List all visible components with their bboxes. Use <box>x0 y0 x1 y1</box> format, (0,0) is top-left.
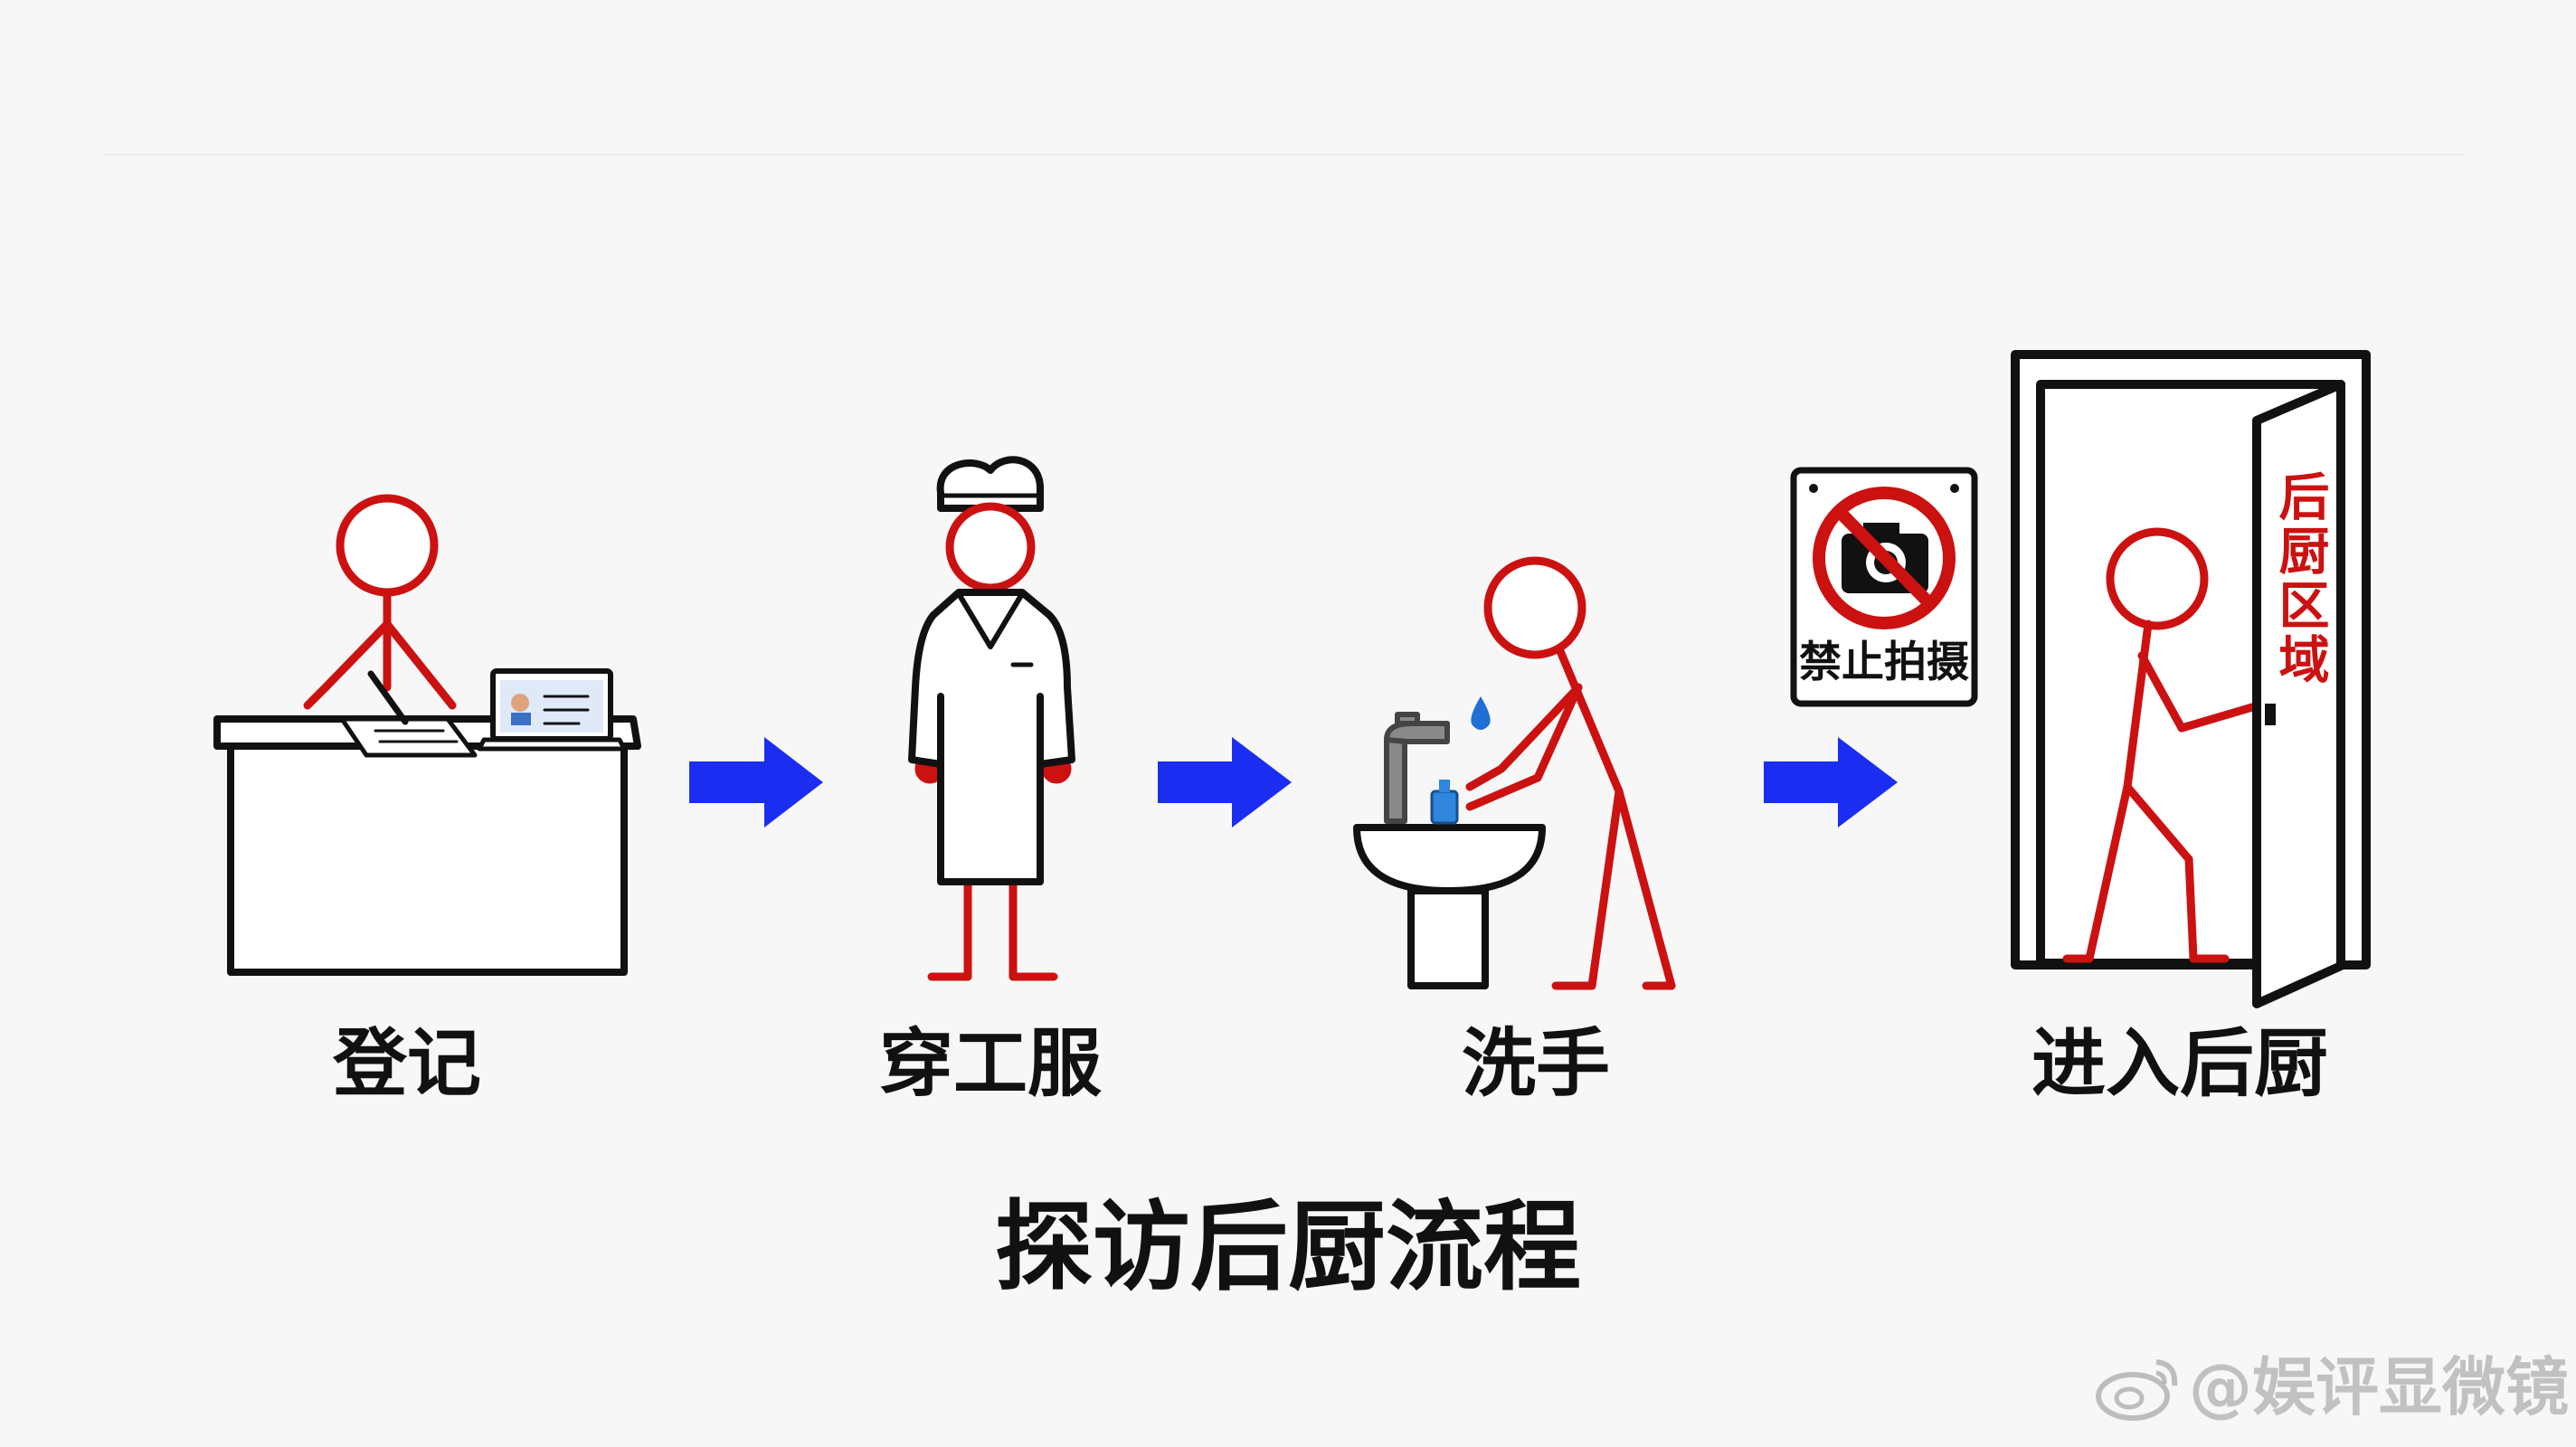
work-coat-icon <box>908 589 1075 885</box>
faucet-icon <box>1384 712 1450 824</box>
step-label-wash: 洗手 <box>1461 1021 1610 1107</box>
step-uniform-illustration <box>908 456 1075 981</box>
chef-hat-icon <box>936 456 1044 512</box>
no-photo-sign <box>1790 467 1978 707</box>
arrow-2-icon <box>1158 737 1292 828</box>
step-wash-illustration <box>1353 556 1676 990</box>
step-label-uniform: 穿工服 <box>878 1021 1102 1107</box>
arrow-3-icon <box>1764 737 1898 828</box>
watermark-handle: @娱评显微镜 <box>2189 1350 2569 1424</box>
step-label-enter: 进入后厨 <box>2031 1021 2328 1107</box>
washer-figure <box>1465 556 1676 990</box>
soap-bottle-icon <box>1430 780 1459 825</box>
weibo-logo-icon <box>2096 1359 2178 1421</box>
weibo-watermark: @娱评显微镜 <box>2093 1351 2569 1423</box>
arrow-1-icon <box>689 737 823 828</box>
registrant-figure <box>303 494 457 710</box>
step-label-register: 登记 <box>332 1021 481 1107</box>
no-photo-sign-text: 禁止拍摄 <box>1799 638 1969 687</box>
desk-body <box>227 742 628 976</box>
step-enter-kitchen-illustration <box>1790 350 2371 1008</box>
door-area-label: 后厨区域 <box>2270 470 2329 687</box>
pen-icon <box>367 670 409 725</box>
no-camera-icon <box>1813 487 1956 629</box>
door-handle-icon <box>2265 704 2276 725</box>
water-drop-icon <box>1471 696 1491 730</box>
registration-form <box>339 716 478 758</box>
id-laptop-icon <box>477 668 627 752</box>
top-divider <box>104 154 2465 156</box>
diagram-title: 探访后厨流程 <box>994 1191 1581 1304</box>
open-door <box>2252 380 2345 1008</box>
entering-figure <box>2062 527 2257 963</box>
sink-icon <box>1353 824 1546 989</box>
step-register-illustration <box>213 494 641 976</box>
